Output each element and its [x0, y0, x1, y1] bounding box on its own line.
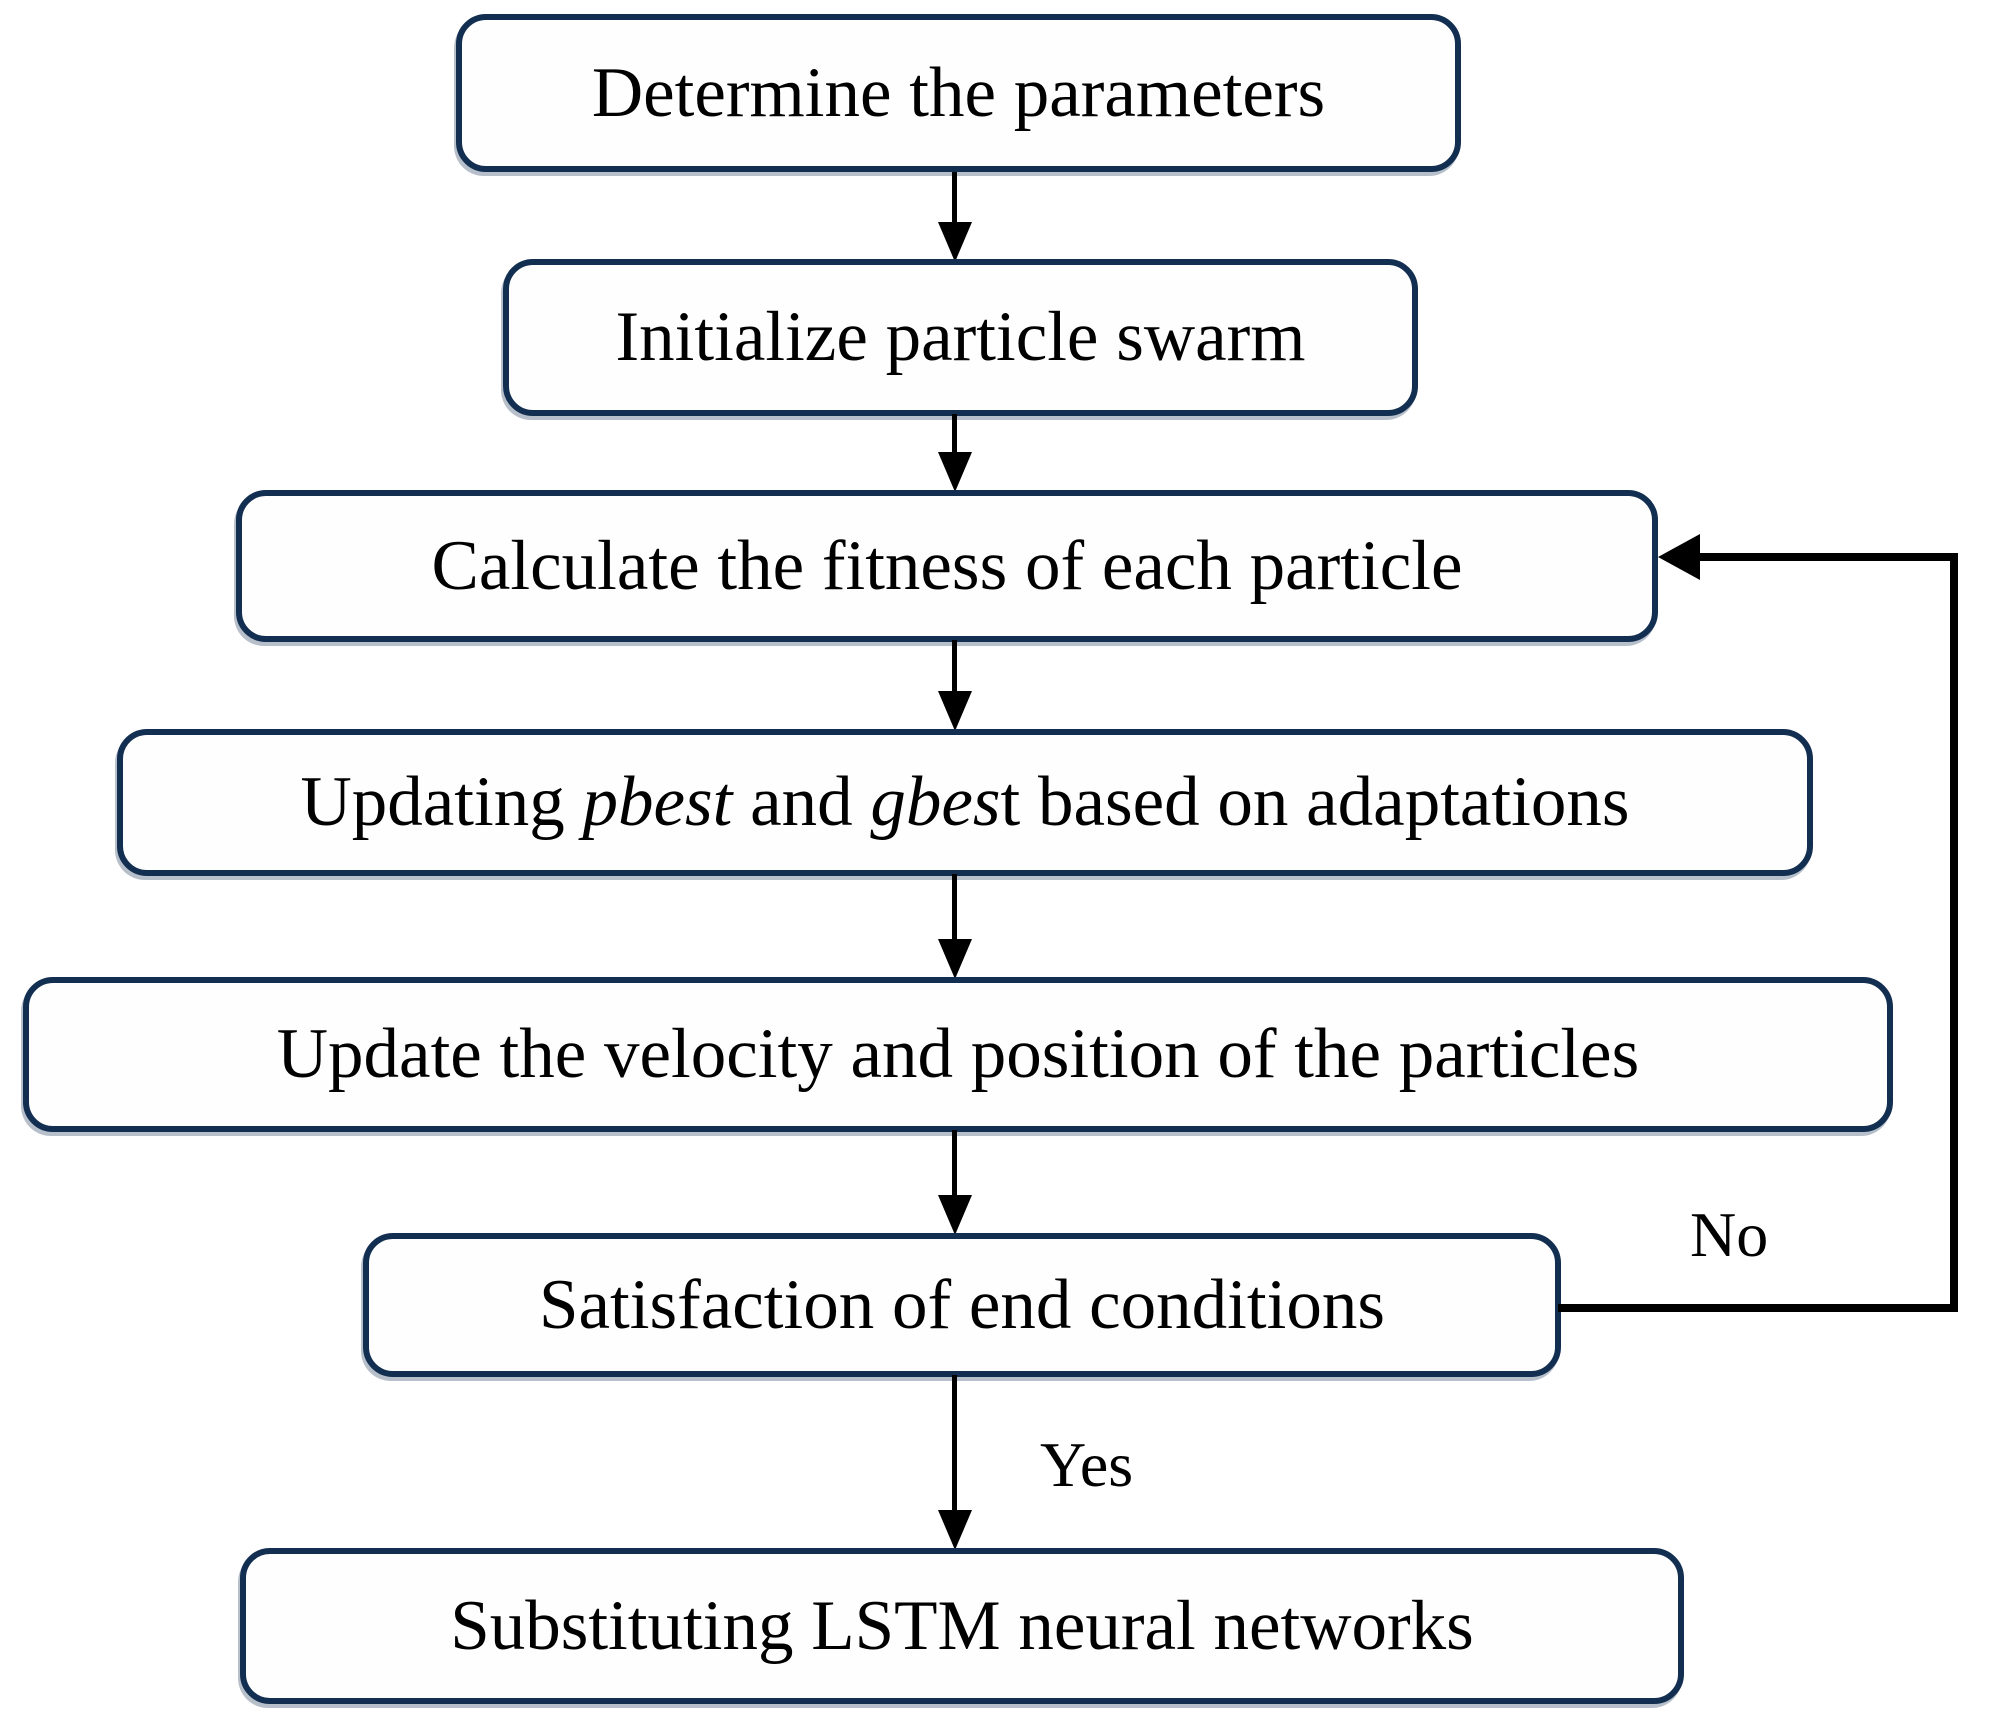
arrow-shaft [952, 874, 957, 943]
flow-node-update-velocity-position: Update the velocity and position of the … [23, 977, 1893, 1132]
node-label: Update the velocity and position of the … [276, 1015, 1640, 1094]
arrow-down-icon [938, 222, 972, 262]
no-branch-line-right [1950, 553, 1958, 1312]
no-label: No [1690, 1199, 1769, 1270]
arrow-down-icon [938, 939, 972, 979]
node-label: Calculate the fitness of each particle [431, 526, 1463, 605]
node-label: Satisfaction of end conditions [539, 1265, 1385, 1344]
arrow-shaft [952, 172, 957, 227]
no-branch-line-bottom [1558, 1304, 1958, 1312]
flow-node-determine-parameters: Determine the parameters [456, 14, 1461, 172]
arrow-left-icon [1658, 534, 1700, 580]
node-label: Substituting LSTM neural networks [450, 1586, 1474, 1665]
arrow-down-icon [938, 452, 972, 492]
flow-node-satisfaction-end-conditions: Satisfaction of end conditions [363, 1233, 1561, 1377]
arrow-down-icon [938, 1195, 972, 1235]
flow-node-calculate-fitness: Calculate the fitness of each particle [236, 490, 1658, 642]
arrow-down-icon [938, 691, 972, 731]
arrow-shaft [952, 640, 957, 695]
no-branch-line-top [1700, 553, 1958, 561]
node-label: Determine the parameters [591, 53, 1326, 132]
flow-node-updating-pbest-gbest: Updating pbest and gbest based on adapta… [117, 729, 1813, 876]
flow-node-initialize-particle-swarm: Initialize particle swarm [503, 259, 1418, 416]
arrow-shaft [952, 414, 957, 456]
arrow-shaft [952, 1130, 957, 1199]
yes-label: Yes [1040, 1429, 1134, 1500]
arrow-down-icon [938, 1510, 972, 1550]
node-label: Initialize particle swarm [615, 298, 1306, 377]
node-label: Updating pbest and gbest based on adapta… [300, 763, 1630, 842]
arrow-shaft [952, 1375, 957, 1515]
flow-node-substituting-lstm: Substituting LSTM neural networks [240, 1548, 1684, 1704]
